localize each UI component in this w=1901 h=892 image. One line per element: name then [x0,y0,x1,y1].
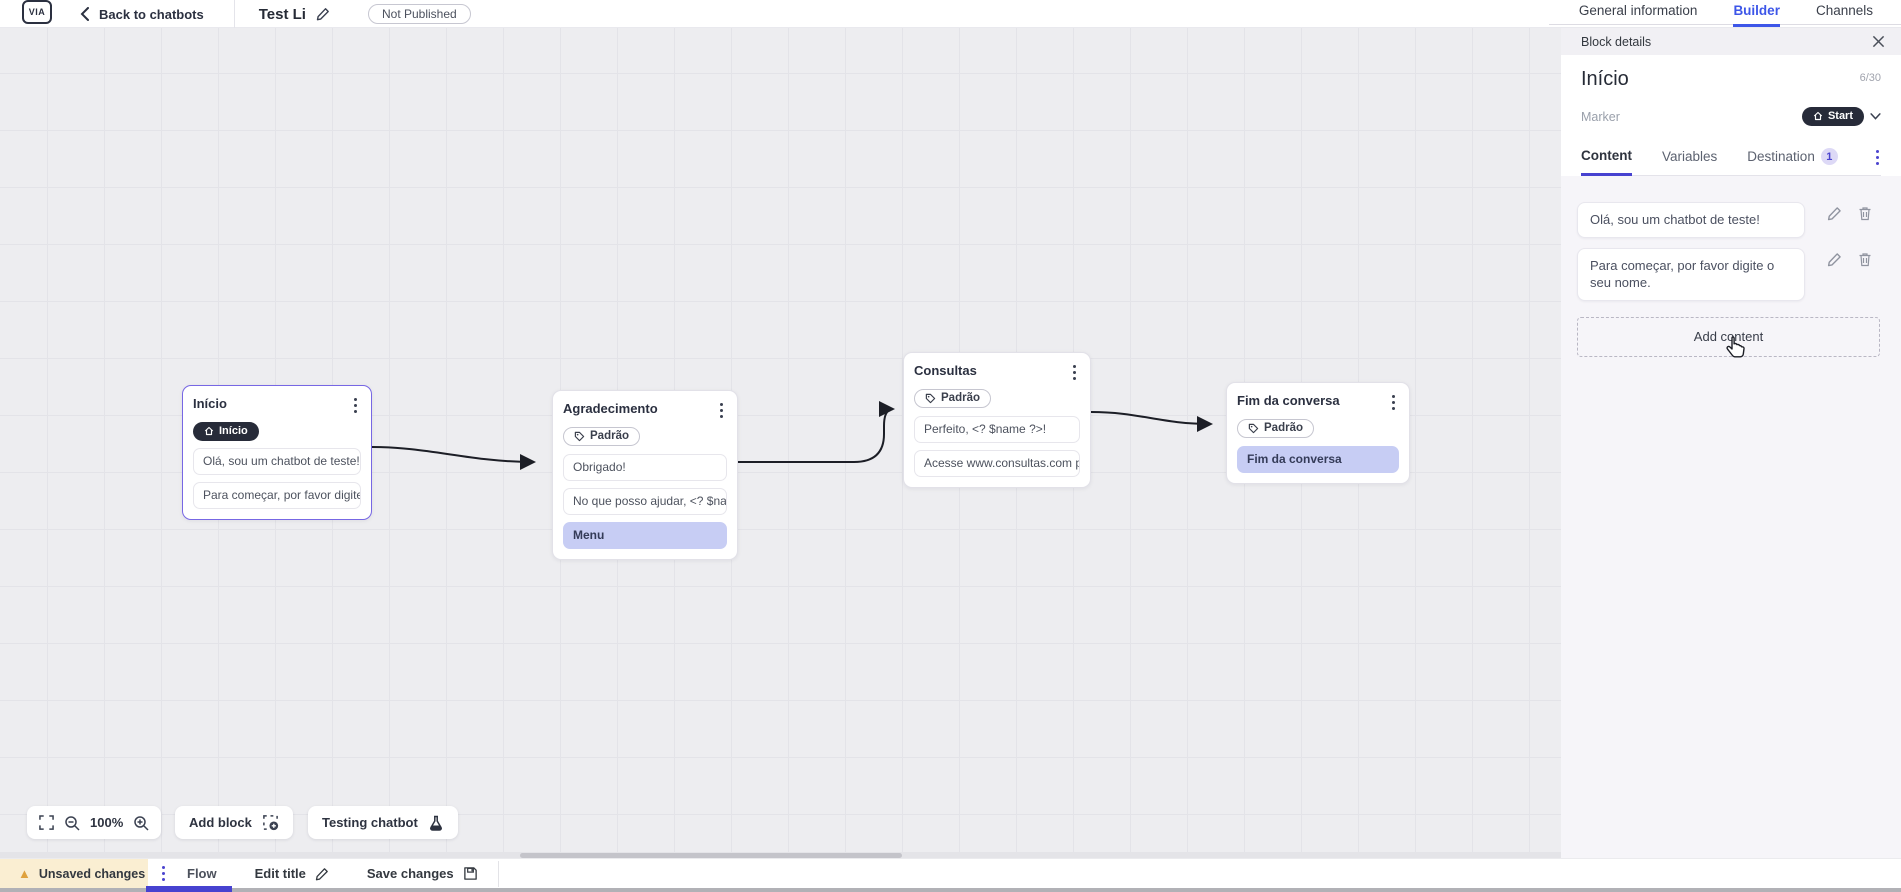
zoom-level: 100% [90,815,124,830]
fullscreen-icon[interactable] [39,815,54,830]
node-fim-da-conversa[interactable]: Fim da conversa Padrão Fim da conversa [1226,382,1410,484]
node-message[interactable]: Olá, sou um chatbot de teste! [193,448,361,475]
header-divider [233,0,235,28]
node-menu-icon[interactable] [350,396,361,415]
panel-tabs-menu-icon[interactable] [1872,148,1883,167]
node-message[interactable]: Para começar, por favor digite o ... [193,482,361,509]
tab-channels[interactable]: Channels [1815,3,1873,18]
node-message[interactable]: Perfeito, <? $name ?>! [914,415,1080,443]
node-title: Fim da conversa [1237,393,1340,408]
block-detail-tabs: Content Variables Destination 1 [1581,142,1881,176]
canvas-hscroll-track [0,852,1561,859]
unsaved-changes-indicator: ▲ Unsaved changes [0,858,148,889]
wire-inicio-agradecimento [371,446,536,470]
node-title: Agradecimento [563,401,658,416]
node-message[interactable]: Obrigado! [563,453,727,481]
node-menu-icon[interactable] [1069,363,1080,382]
trash-icon[interactable] [1858,206,1872,221]
tag-icon [574,431,585,441]
edit-message-icon[interactable] [1827,206,1842,221]
builder-section-tabs: General information Builder Channels [1548,0,1901,27]
start-marker-badge: Início [193,422,259,441]
padrao-badge: Padrão [914,389,991,408]
status-badge: Not Published [367,4,471,24]
node-title: Início [193,396,227,411]
tab-general-information[interactable]: General information [1578,3,1698,18]
close-icon[interactable] [1872,35,1885,48]
flask-icon [428,815,444,831]
node-agradecimento[interactable]: Agradecimento Padrão Obrigado! No que po… [552,390,738,560]
chevron-down-icon[interactable] [1870,113,1881,120]
zoom-out-icon[interactable] [64,815,80,831]
node-title: Consultas [914,363,977,378]
bottom-bar-menu-icon[interactable] [158,864,169,883]
block-details-panel: Block details Início 6/30 Marker Start [1561,28,1901,858]
tab-builder[interactable]: Builder [1733,3,1780,27]
chatbot-title: Test Li [258,5,306,23]
app-logo[interactable]: VIA [22,0,52,24]
edit-title-button[interactable]: Edit title [255,866,329,881]
add-content-button[interactable]: Add content [1577,316,1880,357]
padrao-badge: Padrão [563,427,640,446]
panel-title: Block details [1581,34,1652,49]
node-inicio[interactable]: Início Início Olá, sou um chatbot de tes… [182,385,372,520]
save-icon [463,867,477,880]
content-message-card[interactable]: Olá, sou um chatbot de teste! [1577,202,1805,238]
add-block-button[interactable]: Add block [175,806,293,839]
wire-agradecimento-consultas [738,401,895,463]
bottom-bar-divider [497,860,499,887]
node-message[interactable]: No que posso ajudar, <? $name ... [563,487,727,515]
node-menu-icon[interactable] [716,401,727,420]
pencil-icon [315,867,328,880]
node-menu-icon[interactable] [1388,393,1399,412]
home-icon [1813,111,1823,121]
destination-count-badge: 1 [1820,148,1838,165]
edit-title-pencil-icon[interactable] [316,7,330,21]
edit-message-icon[interactable] [1827,252,1842,267]
tag-icon [925,393,936,403]
canvas-hscroll-thumb[interactable] [520,853,902,858]
bottom-bar: ▲ Unsaved changes Flow Edit title Save c… [0,858,1901,889]
tab-flow[interactable]: Flow [187,866,217,881]
home-icon [204,426,214,436]
tab-variables[interactable]: Variables [1662,149,1718,164]
tab-destination[interactable]: Destination 1 [1747,142,1838,175]
back-chevron-icon[interactable] [80,7,89,21]
node-consultas[interactable]: Consultas Padrão Perfeito, <? $name ?>! … [903,352,1091,488]
tab-content[interactable]: Content [1581,142,1632,176]
name-char-counter: 6/30 [1859,72,1881,84]
trash-icon[interactable] [1858,252,1872,267]
content-message-card[interactable]: Para começar, por favor digite o seu nom… [1577,247,1805,301]
testing-chatbot-button[interactable]: Testing chatbot [308,806,458,839]
tag-icon [1248,423,1259,433]
top-header: VIA Back to chatbots Test Li Not Publish… [0,0,1901,28]
window-bottom-edge [0,888,1901,892]
node-button-menu[interactable]: Menu [563,521,727,549]
marker-start-pill[interactable]: Start [1801,107,1864,126]
padrao-badge: Padrão [1237,419,1314,438]
block-name-input[interactable]: Início [1581,68,1629,90]
zoom-controls: 100% [27,806,162,839]
node-button-fim[interactable]: Fim da conversa [1237,445,1399,473]
save-changes-button[interactable]: Save changes [367,866,478,881]
flow-canvas[interactable]: Início Início Olá, sou um chatbot de tes… [0,28,1561,859]
warning-icon: ▲ [18,866,31,881]
zoom-in-icon[interactable] [133,815,149,831]
add-block-icon [262,814,279,831]
wire-consultas-fim [1090,411,1213,432]
flow-tab-active-underline [146,886,232,892]
back-to-chatbots-link[interactable]: Back to chatbots [99,6,204,22]
marker-label: Marker [1581,109,1620,124]
node-message[interactable]: Acesse www.consultas.com par... [914,449,1080,477]
